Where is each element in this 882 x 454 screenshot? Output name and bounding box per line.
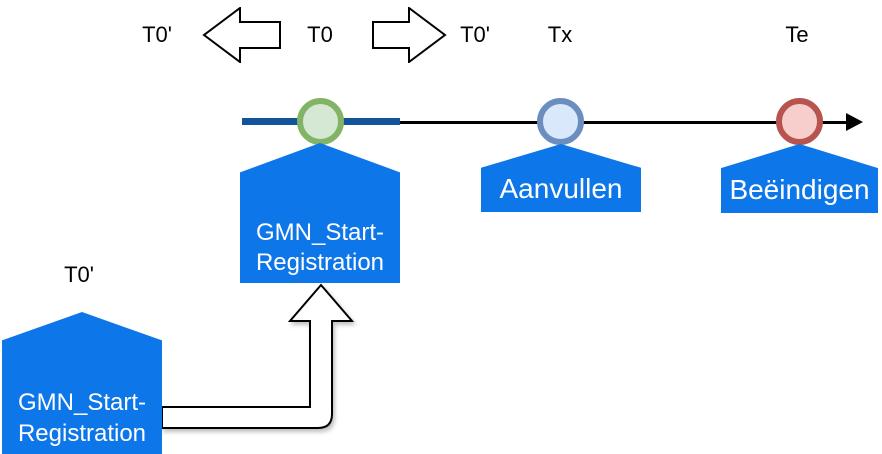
event-shape-gmn-start-registration: GMN_Start- Registration <box>240 143 400 283</box>
detached-shape-gmn-start-registration: GMN_Start- Registration <box>2 312 162 454</box>
timeline-marker-t0-green <box>297 98 344 145</box>
elbow-up-arrow-icon <box>161 283 355 429</box>
event-label: Aanvullen <box>499 173 623 204</box>
timeline-marker-tx-blue <box>537 98 584 145</box>
time-label-t0-prime-right: T0' <box>460 22 490 47</box>
event-shape-beeindigen: Beëindigen <box>721 144 878 213</box>
right-block-arrow-icon <box>372 7 447 63</box>
left-block-arrow-icon <box>202 7 281 63</box>
timeline-axis-line <box>400 120 847 124</box>
event-label-line: Registration <box>17 420 147 447</box>
time-label-t0-prime-left: T0' <box>142 22 172 47</box>
event-label: Beëindigen <box>729 174 870 205</box>
time-label-t0-prime-detached: T0' <box>64 262 94 287</box>
event-label-line: GMN_Start- <box>255 219 384 246</box>
event-shape-aanvullen: Aanvullen <box>481 144 641 212</box>
timeline-arrowhead-icon <box>846 113 863 131</box>
time-label-tx: Tx <box>547 22 573 47</box>
time-label-t0: T0 <box>307 22 333 47</box>
event-label-line: Registration <box>255 249 385 276</box>
timeline-marker-te-red <box>776 98 823 145</box>
event-label-line: GMN_Start- <box>17 389 146 416</box>
time-label-te: Te <box>785 22 809 47</box>
